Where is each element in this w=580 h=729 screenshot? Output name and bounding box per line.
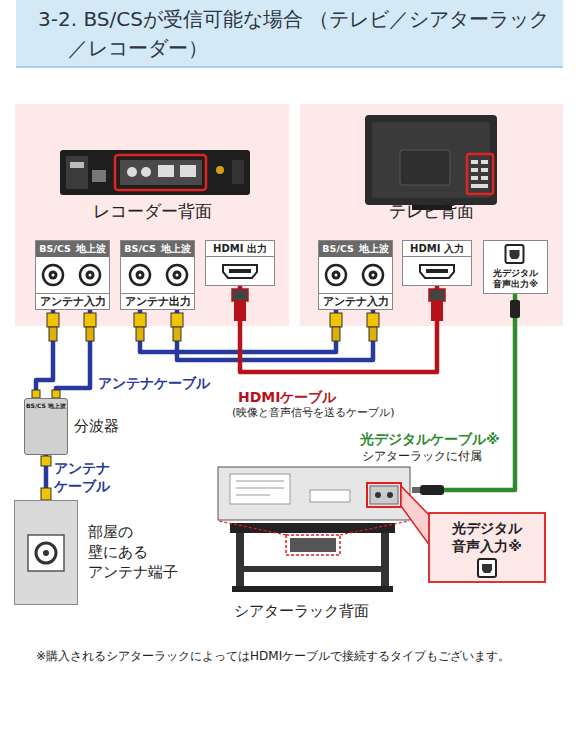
- device-label: シアターラック背面: [205, 465, 417, 621]
- port-label: アンテナ入力: [36, 293, 109, 309]
- hdmi-port-icon: [403, 257, 471, 285]
- band-label: BS/CS: [322, 243, 354, 255]
- footnote: ※購入されるシアターラックによってはHDMIケーブルで接続するタイプもございます…: [36, 648, 566, 664]
- splitter-body: BS/CS 地上波: [24, 398, 68, 455]
- note-label: シアターラックに付属: [362, 449, 482, 463]
- device-panel: レコーダー背面 BS/CS 地上波アンテナ入力 BS/CS 地上波アンテナ出力 HDMI …: [15, 104, 289, 326]
- band-header: BS/CS 地上波: [36, 241, 109, 257]
- wall-antenna-outlet: 部屋の 壁にある アンテナ端子: [14, 500, 182, 605]
- device-panel: テレビ背面 BS/CS 地上波アンテナ入力 HDMI 入力光デジタル 音声出力※: [300, 104, 563, 326]
- theater-rack: シアターラック背面: [205, 465, 417, 625]
- splitter: BS/CS 地上波分波器: [24, 398, 128, 455]
- port-label: アンテナ出力: [121, 293, 194, 309]
- theater-rack-illustration: [218, 467, 430, 592]
- panel-title: レコーダー背面: [15, 200, 289, 222]
- jack-icon: [121, 257, 194, 293]
- device-label: 分波器: [74, 398, 128, 436]
- cable-label: アンテナ ケーブル: [54, 459, 116, 495]
- band-header: BS/CS 地上波: [121, 241, 194, 257]
- splitter-marking: BS/CS 地上波: [25, 399, 67, 410]
- wall-plate: [14, 500, 78, 605]
- band-label: 地上波: [161, 243, 191, 255]
- jack-icon: [36, 257, 109, 293]
- band-label: 地上波: [76, 243, 106, 255]
- note-label: (映像と音声信号を送るケーブル): [232, 406, 395, 420]
- port-label: HDMI 出力: [206, 241, 274, 257]
- antenna-port-box: BS/CS 地上波アンテナ出力: [120, 240, 195, 310]
- hdmi-port-box: HDMI 入力: [402, 240, 472, 286]
- band-label: BS/CS: [124, 243, 156, 255]
- recorder-panel-ground: [15, 104, 289, 326]
- antenna-port-box: BS/CS 地上波アンテナ入力: [318, 240, 393, 310]
- port-label: アンテナ入力: [319, 293, 392, 309]
- device-label: 部屋の 壁にある アンテナ端子: [88, 500, 178, 582]
- band-label: BS/CS: [39, 243, 71, 255]
- callout-box: 光デジタル 音声入力※: [428, 512, 546, 583]
- cable-label: HDMIケーブル: [238, 388, 336, 406]
- callout-text: 光デジタル 音声入力※: [430, 514, 544, 555]
- cable-label: アンテナケーブル: [98, 374, 210, 392]
- band-header: BS/CS 地上波: [319, 241, 392, 257]
- optical-port-icon: [430, 555, 544, 581]
- hdmi-port-icon: [206, 257, 274, 285]
- cable: [240, 286, 437, 372]
- band-label: 地上波: [359, 243, 389, 255]
- hdmi-port-box: HDMI 出力: [205, 240, 275, 286]
- antenna-jack-icon: [15, 501, 77, 604]
- tv-illustration: [365, 115, 497, 210]
- optical-port-icon: [484, 241, 547, 267]
- tv-panel-ground: [300, 104, 563, 326]
- optical-port-box: 光デジタル 音声出力※: [483, 240, 548, 294]
- hdmi-plugs: [232, 289, 445, 321]
- page-title: 3-2. BS/CSが受信可能な場合 （テレビ／シアターラック／レコーダー）: [16, 0, 563, 68]
- jack-icon: [319, 257, 392, 293]
- antenna-port-box: BS/CS 地上波アンテナ入力: [35, 240, 110, 310]
- optical-plugs: [412, 300, 520, 495]
- port-label: 光デジタル 音声出力※: [484, 267, 547, 293]
- cable: [177, 310, 373, 360]
- recorder-illustration: [60, 150, 250, 195]
- port-label: HDMI 入力: [403, 241, 471, 257]
- panel-title: テレビ背面: [300, 200, 563, 222]
- cable-label: 光デジタルケーブル※: [360, 430, 500, 448]
